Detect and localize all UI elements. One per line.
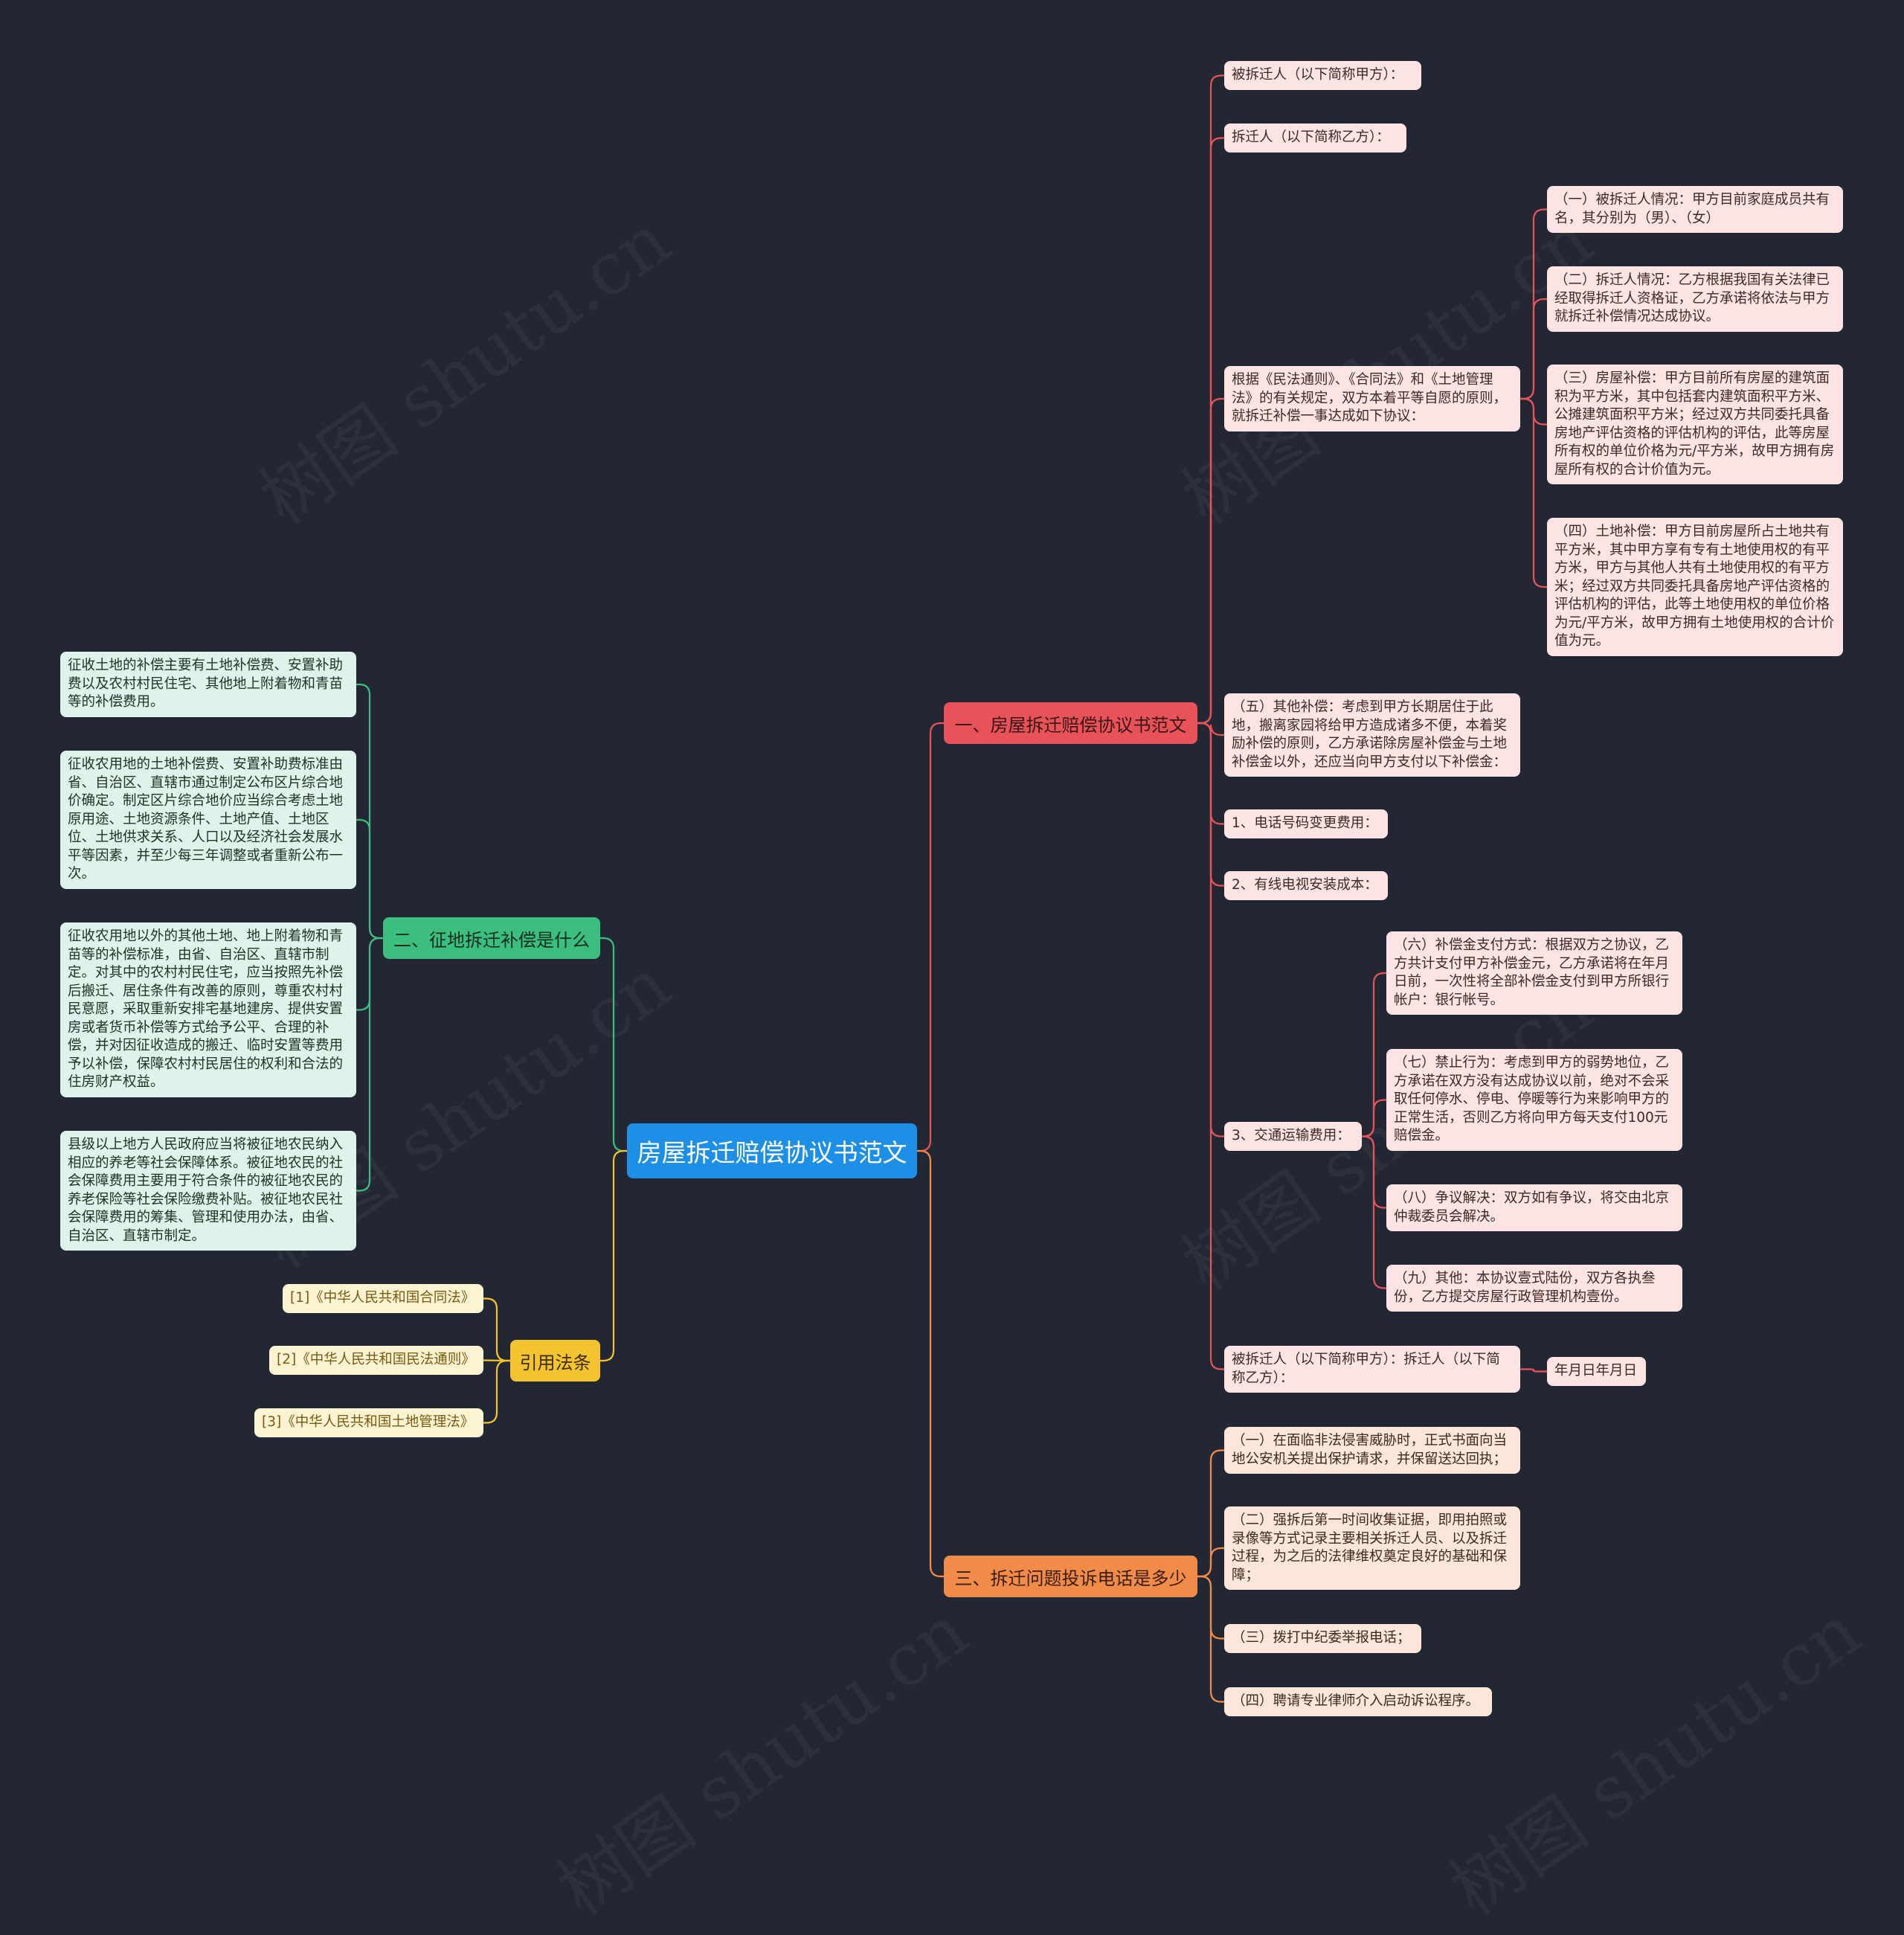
connector-social-security-provision xyxy=(356,937,383,1192)
connector-term-other xyxy=(1362,1135,1386,1289)
connector-branch-agreement-sample xyxy=(917,722,944,1152)
term-dispute-resolution[interactable]: （八）争议解决：双方如有争议，将交由北京仲裁委员会解决。 xyxy=(1386,1184,1682,1231)
item-signatures[interactable]: 被拆迁人（以下简称甲方）：拆迁人（以下简称乙方）： xyxy=(1224,1346,1520,1393)
connector-step-hire-lawyer xyxy=(1197,1575,1224,1703)
connector-branch-complaint-phone xyxy=(917,1149,944,1578)
connector-branch-cited-laws xyxy=(600,1149,627,1362)
item-phone-change-fee[interactable]: 1、电话号码变更费用： xyxy=(1224,809,1388,838)
connector-farmland-compensation-standard xyxy=(356,818,383,940)
item-transport-fee[interactable]: 3、交通运输费用： xyxy=(1224,1122,1362,1151)
law-contract[interactable]: [1]《中华人民共和国合同法》 xyxy=(283,1284,483,1313)
connector-law-contract xyxy=(483,1297,510,1362)
term-payment-method[interactable]: （六）补偿金支付方式：根据双方之协议，乙方共计支付甲方补偿金元，乙方承诺将在年月… xyxy=(1386,931,1682,1015)
connector-branch-land-compensation xyxy=(600,937,627,1152)
connector-item-signature-date xyxy=(1520,1368,1547,1373)
connector-step-collect-evidence xyxy=(1197,1547,1224,1578)
term-demolished-party-info[interactable]: （一）被拆迁人情况：甲方目前家庭成员共有名，其分别为（男）、（女） xyxy=(1547,186,1843,233)
branch-complaint-phone[interactable]: 三、拆迁问题投诉电话是多少 xyxy=(944,1556,1197,1597)
term-house-compensation[interactable]: （三）房屋补偿：甲方目前所有房屋的建筑面积为平方米，其中包括套内建筑面积平方米、… xyxy=(1547,365,1843,484)
item-cable-tv-cost[interactable]: 2、有线电视安装成本： xyxy=(1224,871,1388,900)
law-civil-principles[interactable]: [2]《中华人民共和国民法通则》 xyxy=(269,1346,483,1375)
law-land-administration[interactable]: [3]《中华人民共和国土地管理法》 xyxy=(254,1408,483,1437)
connector-lines xyxy=(356,74,1547,1703)
item-signature-date[interactable]: 年月日年月日 xyxy=(1547,1357,1646,1386)
branch-agreement-sample[interactable]: 一、房屋拆迁赔偿协议书范文 xyxy=(944,702,1197,744)
connector-item-legal-basis xyxy=(1197,397,1224,725)
term-prohibited-acts[interactable]: （七）禁止行为：考虑到甲方的弱势地位，乙方承诺在双方没有达成协议以前，绝对不会采… xyxy=(1386,1049,1682,1151)
connector-term-prohibited-acts xyxy=(1362,1099,1386,1137)
land-compensation-types[interactable]: 征收土地的补偿主要有土地补偿费、安置补助费以及农村村民住宅、其他地上附着物和青苗… xyxy=(60,652,356,717)
step-hire-lawyer[interactable]: （四）聘请专业律师介入启动诉讼程序。 xyxy=(1224,1687,1492,1716)
step-police-protection[interactable]: （一）在面临非法侵害威胁时，正式书面向当地公安机关提出保护请求，并保留送达回执； xyxy=(1224,1427,1520,1474)
connector-item-signatures xyxy=(1197,722,1224,1370)
root-topic[interactable]: 房屋拆迁赔偿协议书范文 xyxy=(627,1123,917,1178)
branch-cited-laws[interactable]: 引用法条 xyxy=(510,1340,600,1382)
step-collect-evidence[interactable]: （二）强拆后第一时间收集证据，即用拍照或录像等方式记录主要相关拆迁人员、以及拆迁… xyxy=(1224,1506,1520,1590)
item-legal-basis[interactable]: 根据《民法通则》、《合同法》和《土地管理法》的有关规定，双方本着平等自愿的原则，… xyxy=(1224,366,1520,431)
connector-term-demolisher-info xyxy=(1520,298,1547,400)
branch-land-compensation[interactable]: 二、征地拆迁补偿是什么 xyxy=(383,917,600,959)
step-report-discipline-commission[interactable]: （三）拨打中纪委举报电话； xyxy=(1224,1624,1421,1653)
term-land-compensation[interactable]: （四）土地补偿：甲方目前房屋所占土地共有平方米，其中甲方享有专有土地使用权的有平… xyxy=(1547,518,1843,656)
other-land-compensation-standard[interactable]: 征收农用地以外的其他土地、地上附着物和青苗等的补偿标准，由省、自治区、直辖市制定… xyxy=(60,922,356,1097)
connector-law-land-administration xyxy=(483,1359,510,1424)
item-other-compensation[interactable]: （五）其他补偿：考虑到甲方长期居住于此地，搬离家园将给甲方造成诸多不便，本着奖励… xyxy=(1224,693,1520,777)
item-demolisher[interactable]: 拆迁人（以下简称乙方）： xyxy=(1224,123,1406,153)
term-other[interactable]: （九）其他：本协议壹式陆份，双方各执叁份，乙方提交房屋行政管理机构壹份。 xyxy=(1386,1265,1682,1312)
item-demolished-party[interactable]: 被拆迁人（以下简称甲方）： xyxy=(1224,61,1421,90)
farmland-compensation-standard[interactable]: 征收农用地的土地补偿费、安置补助费标准由省、自治区、直辖市通过制定公布区片综合地… xyxy=(60,751,356,889)
social-security-provision[interactable]: 县级以上地方人民政府应当将被征地农民纳入相应的养老等社会保障体系。被征地农民的社… xyxy=(60,1131,356,1251)
term-demolisher-info[interactable]: （二）拆迁人情况：乙方根据我国有关法律已经取得拆迁人资格证，乙方承诺将依法与甲方… xyxy=(1547,266,1843,332)
connector-term-land-compensation xyxy=(1520,397,1547,588)
